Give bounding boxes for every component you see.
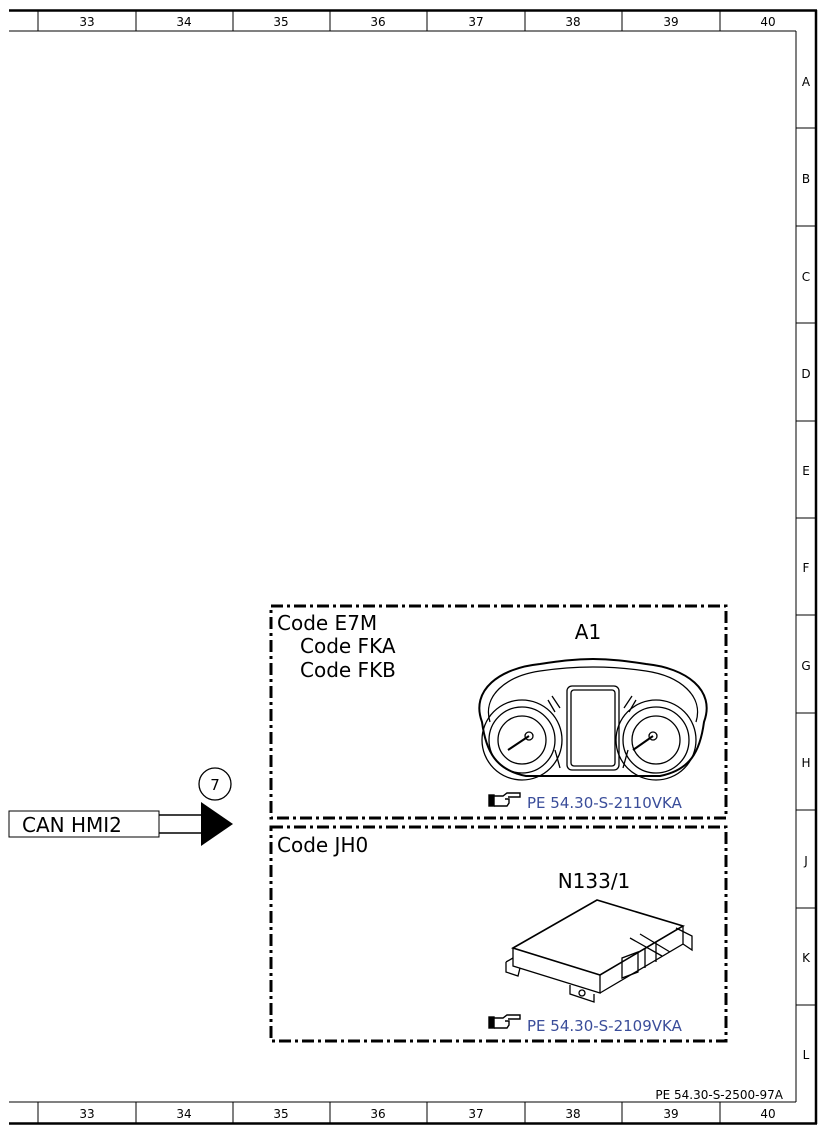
row-letter: G [801,659,810,673]
pointing-hand-icon [488,1014,521,1029]
group-n133-border [269,825,728,1043]
column-number: 39 [663,15,678,29]
column-number: 37 [468,1107,483,1121]
column-number: 35 [273,15,288,29]
component-label-a1: A1 [575,620,601,644]
code-fka: Code FKA [300,634,396,658]
column-number: 37 [468,15,483,29]
column-number: 40 [760,1107,775,1121]
row-dividers [796,127,816,1006]
column-number: 34 [176,15,191,29]
row-letter: E [802,464,810,478]
column-numbers-bottom: 33 34 35 36 37 38 39 40 [79,1107,775,1121]
column-dividers [37,10,721,1124]
group-n133: Code JH0 N133/1 PE 54.30-S-2109VKA [269,825,728,1043]
code-jh0: Code JH0 [277,833,368,857]
row-letter: A [802,75,811,89]
column-number: 35 [273,1107,288,1121]
row-letter: D [801,367,810,381]
pointing-hand-icon [488,792,521,807]
group-a1: Code E7M Code FKA Code FKB A1 [269,604,728,820]
reference-n133[interactable]: PE 54.30-S-2109VKA [527,1017,683,1035]
column-number: 33 [79,1107,94,1121]
instrument-cluster-icon [478,657,708,781]
row-letter: L [803,1048,810,1062]
code-fkb: Code FKB [300,658,396,682]
column-number: 39 [663,1107,678,1121]
column-number: 36 [370,15,385,29]
row-letter: B [802,172,810,186]
document-id: PE 54.30-S-2500-97A [655,1088,783,1102]
code-e7m: Code E7M [277,611,377,635]
row-letter: H [801,756,810,770]
row-letters: A B C D E F G H J K L [801,75,811,1062]
connector-number: 7 [210,776,220,794]
control-unit-icon [505,899,693,1003]
reference-link-a1[interactable]: PE 54.30-S-2110VKA [488,792,683,812]
signal-label-box [8,810,160,838]
group-a1-border [269,604,728,820]
signal-label: CAN HMI2 [22,813,122,837]
column-number: 38 [565,1107,580,1121]
row-letter: C [802,270,810,284]
column-numbers-top: 33 34 35 36 37 38 39 40 [79,15,775,29]
can-signal: CAN HMI2 7 [8,767,233,846]
connector-number-circle [198,767,232,801]
connector-arrow-icon [201,802,233,846]
reference-a1[interactable]: PE 54.30-S-2110VKA [527,794,683,812]
column-number: 38 [565,15,580,29]
column-number: 36 [370,1107,385,1121]
row-letter: F [803,561,810,575]
column-number: 40 [760,15,775,29]
column-number: 33 [79,15,94,29]
row-letter: J [803,854,808,868]
row-letter: K [802,951,811,965]
reference-link-n133[interactable]: PE 54.30-S-2109VKA [488,1014,683,1035]
component-label-n133: N133/1 [558,869,631,893]
column-number: 34 [176,1107,191,1121]
